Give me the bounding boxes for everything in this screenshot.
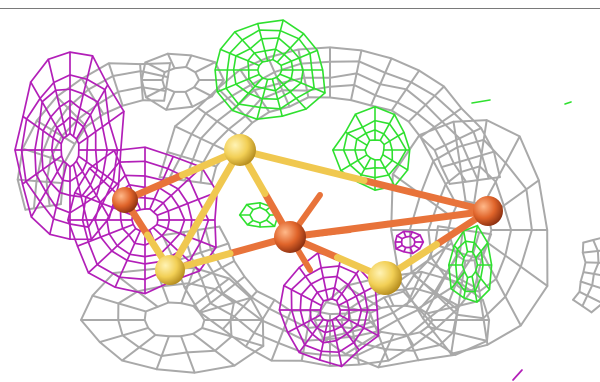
iron-atom [274, 221, 306, 253]
magenta-fragment [512, 369, 523, 381]
iron-atom [473, 196, 503, 226]
bond-stick [236, 146, 368, 184]
sulfur-atom [368, 261, 402, 295]
grey-shell-lower-right [313, 270, 491, 369]
green-blob-top [214, 19, 326, 120]
grey-shell-right [390, 119, 549, 355]
magenta-blob-center-left [67, 146, 218, 295]
top-border [0, 0, 600, 9]
grey-shell-right-tip [572, 237, 600, 314]
grey-fragment-top-left [140, 52, 225, 111]
green-fragment-1 [471, 99, 491, 104]
sulfur-atom [224, 134, 256, 166]
green-blob-right [448, 224, 493, 303]
iron-atom [112, 187, 138, 213]
atom-spheres [112, 134, 503, 295]
green-fragment-2 [564, 101, 572, 105]
magenta-blob-small [394, 230, 425, 255]
grey-shell-lower-left [80, 267, 265, 374]
grey-density-mesh [16, 46, 600, 374]
bond-stick [360, 177, 492, 215]
grey-shell-top [158, 46, 501, 186]
magenta-blob-left [14, 51, 125, 241]
sulfur-atom [155, 255, 185, 285]
green-density-mesh [214, 19, 572, 303]
bond-stick [385, 207, 492, 228]
green-blob-small [238, 202, 279, 228]
